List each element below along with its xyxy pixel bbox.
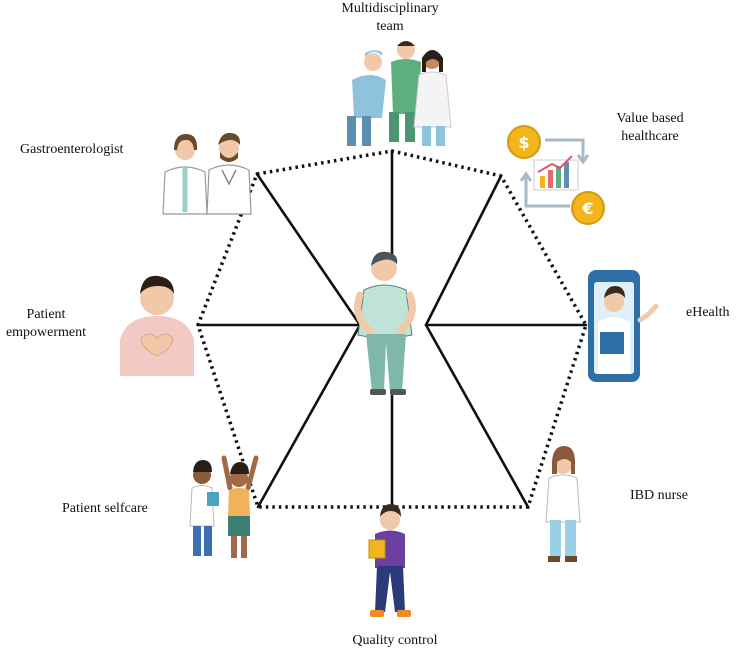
label-value-based-line1: Value based: [616, 111, 684, 126]
patient-center-icon: [354, 251, 416, 395]
label-patient-empowerment: Patient empowerment: [0, 306, 92, 342]
label-ibd-nurse: IBD nurse: [630, 488, 688, 503]
inspector-clipboard-icon: [368, 504, 411, 617]
svg-text:€: €: [581, 199, 593, 218]
label-patient-empowerment-line1: Patient: [26, 307, 66, 322]
label-multidisciplinary-line2: team: [376, 19, 404, 34]
label-quality-control: Quality control: [352, 633, 438, 648]
label-multidisciplinary-line1: Multidisciplinary: [341, 1, 439, 16]
heart-hands-person-icon: [120, 275, 194, 376]
coins-chart-icon: $ €: [507, 125, 605, 225]
label-value-based-line2: healthcare: [621, 129, 679, 144]
patients-cheering-icon: [189, 455, 259, 558]
hexagon-outline: [196, 149, 588, 509]
svg-text:$: $: [518, 133, 529, 152]
label-gastroenterologist: Gastroenterologist: [20, 142, 124, 157]
label-value-based-healthcare: Value based healthcare: [600, 110, 700, 146]
doctors-icon: [162, 132, 252, 215]
nurse-icon: [545, 446, 581, 562]
label-patient-empowerment-line2: empowerment: [5, 325, 87, 340]
label-patient-selfcare: Patient selfcare: [62, 501, 148, 516]
label-ehealth: eHealth: [686, 305, 730, 320]
medical-team-icon: [347, 41, 452, 146]
phone-doctor-icon: [588, 270, 659, 382]
label-multidisciplinary-team: Multidisciplinary team: [330, 0, 450, 36]
